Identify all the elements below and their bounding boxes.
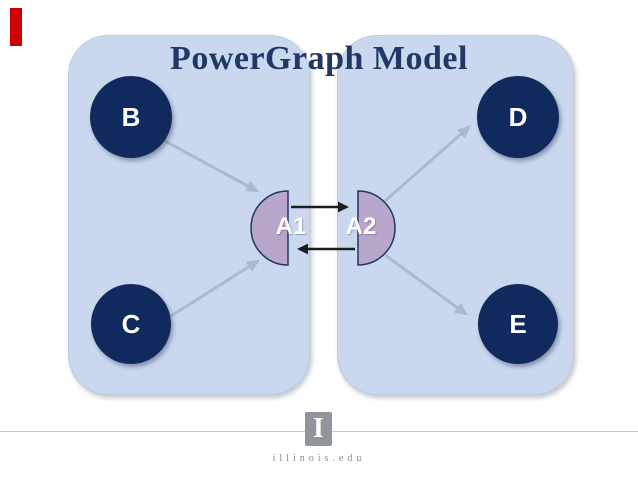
footer-domain-text: illinois.edu — [272, 453, 366, 464]
node-label-b: B — [121, 101, 141, 132]
illinois-logo-letter: I — [313, 413, 324, 444]
mirror-label-a2: A2 — [345, 213, 377, 240]
node-circle-d: D — [477, 76, 559, 158]
node-label-d: D — [508, 101, 528, 132]
illinois-block-logo: I — [305, 412, 332, 446]
node-label-e: E — [509, 308, 527, 339]
node-label-c: C — [121, 308, 141, 339]
mirror-label-a1: A1 — [275, 213, 307, 240]
red-accent-bar — [10, 8, 22, 46]
node-circle-c: C — [91, 284, 171, 364]
node-circle-b: B — [90, 76, 172, 158]
slide-title: PowerGraph Model — [170, 40, 468, 77]
node-circle-e: E — [478, 284, 558, 364]
